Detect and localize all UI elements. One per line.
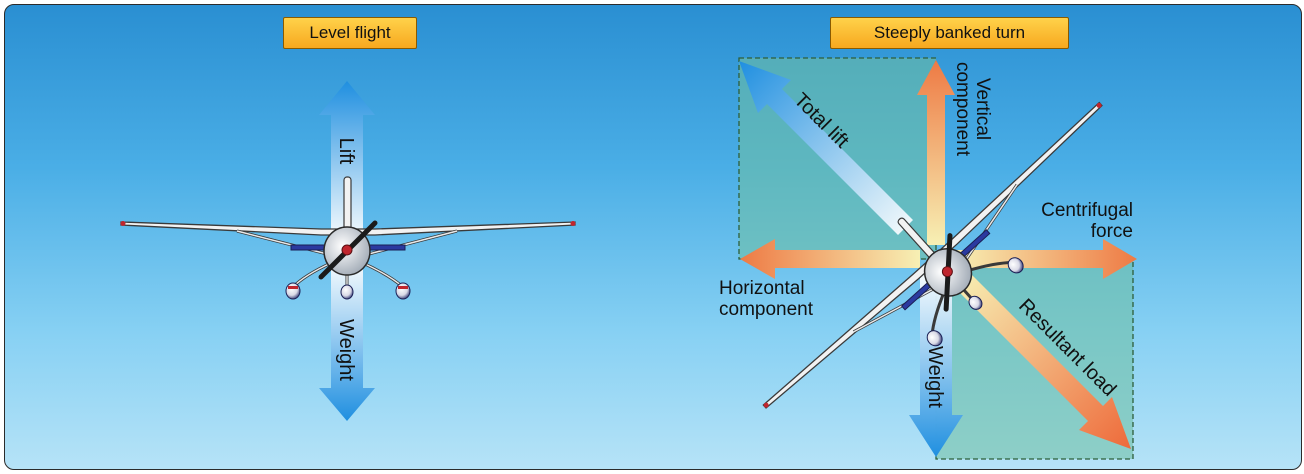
vertical-component-label-line1: Vertical — [972, 78, 993, 140]
resultant-load-arrow — [957, 275, 1131, 449]
vertical-component-arrow — [917, 60, 955, 245]
centrifugal-force-label-line1: Centrifugal — [1041, 200, 1133, 221]
centrifugal-force-arrow — [955, 239, 1137, 279]
horizontal-component-arrow — [740, 239, 920, 279]
airplane-front-icon — [120, 176, 576, 300]
steeply-banked-turn-title: Steeply banked turn — [830, 17, 1069, 49]
horizontal-component-label-line1: Horizontal — [719, 278, 805, 299]
diagram-artwork: Lift Weight Total lift Vertical componen… — [120, 57, 1137, 460]
centrifugal-force-label-line2: force — [1091, 221, 1133, 242]
airplane-banked-icon — [762, 101, 1103, 409]
vertical-component-label-line2: component — [952, 62, 973, 157]
total-lift-arrow — [739, 61, 913, 235]
level-flight-title: Level flight — [283, 17, 417, 49]
diagram-panel: Lift Weight Total lift Vertical componen… — [4, 4, 1302, 470]
weight-label-left: Weight — [335, 319, 357, 381]
level-flight-weight-arrow — [319, 261, 375, 421]
level-flight-lift-arrow — [319, 81, 375, 240]
weight-label-right: Weight — [924, 346, 946, 408]
lift-label: Lift — [335, 138, 357, 165]
horizontal-component-label-line2: component — [719, 299, 814, 320]
banked-turn-weight-arrow — [909, 273, 963, 457]
